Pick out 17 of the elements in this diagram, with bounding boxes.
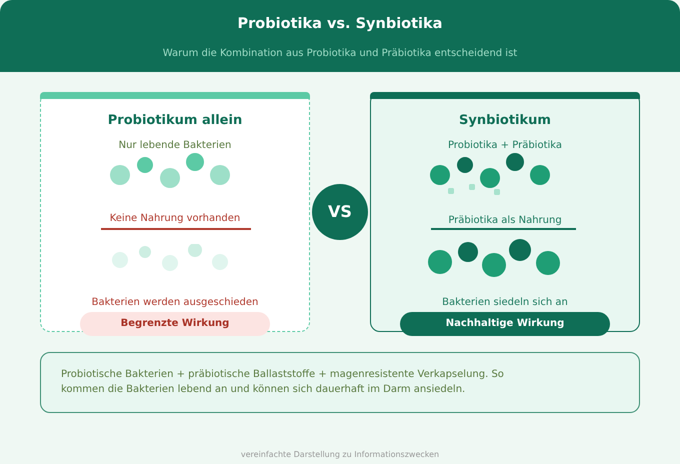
title: Probiotika vs. Synbiotika [238, 16, 442, 32]
result-badge: Begrenzte Wirkung [80, 312, 270, 336]
step-text: Keine Nahrung vorhanden [110, 213, 240, 224]
result-text: Bakterien siedeln sich an [442, 297, 568, 308]
comparison-panel [40, 92, 310, 332]
panel-heading: Synbiotikum [459, 113, 551, 128]
result-badge: Nachhaltige Wirkung [400, 312, 610, 336]
step-text: Präbiotika als Nahrung [448, 215, 562, 226]
panel-subtitle: Probiotika + Präbiotika [448, 140, 562, 151]
caption: vereinfachte Darstellung zu Informationszwecken [240, 450, 440, 459]
versus-circle: VS [312, 184, 368, 240]
result-text: Bakterien werden ausgeschieden [92, 297, 258, 308]
info-box [40, 352, 640, 413]
panel-subtitle: Nur lebende Bakterien [118, 140, 232, 151]
subtitle: Warum die Kombination aus Probiotika und Präbiotika entscheidend ist [162, 48, 518, 59]
info-text: Probiotische Bakterien + präbiotische Ballaststoffe + magenresistente Verkapselung. So kommen die Bakterien lebend an und können sich dauerhaft im Darm ansiedeln. [61, 368, 505, 397]
panel-heading: Probiotikum allein [108, 113, 242, 128]
